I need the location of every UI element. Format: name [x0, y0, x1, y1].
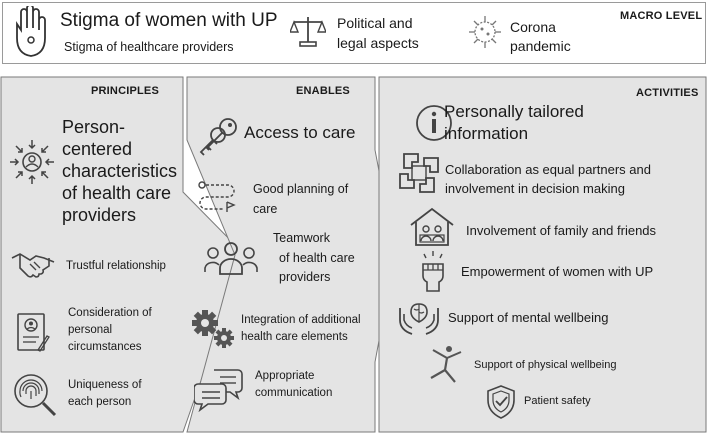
- person-centered-icon: [9, 138, 55, 186]
- virus-icon: [467, 14, 503, 50]
- integration-line-1: Integration of additional: [241, 314, 361, 326]
- patient-safety-text: Patient safety: [524, 395, 591, 407]
- team-icon: [203, 240, 259, 276]
- physical-wellbeing-text: Support of physical wellbeing: [474, 359, 617, 371]
- corona-line-1: Corona: [510, 19, 556, 35]
- family-text: Involvement of family and friends: [466, 223, 657, 238]
- info-icon: [414, 103, 454, 143]
- info-line-1: Personally tailored: [444, 102, 584, 121]
- stigma-women-text: Stigma of women with UP: [60, 10, 278, 31]
- consideration-line-2: personal: [68, 324, 113, 336]
- principles-main-5: providers: [62, 205, 137, 225]
- empowerment-text: Empowerment of women with UP: [461, 264, 654, 279]
- consideration-line-3: circumstances: [68, 341, 142, 353]
- mental-wellbeing-text: Support of mental wellbeing: [448, 310, 609, 325]
- collab-line-1: Collaboration as equal partners and: [445, 162, 651, 177]
- communication-line-1: Appropriate: [255, 370, 315, 382]
- planning-path-icon: [197, 180, 237, 214]
- scales-icon: [290, 14, 326, 48]
- info-line-2: information: [444, 124, 529, 143]
- planning-line-1: Good planning of: [253, 182, 349, 196]
- keys-icon: [194, 115, 242, 161]
- teamwork-line-2: of health care: [279, 251, 355, 265]
- uniqueness-line-1: Uniqueness of: [68, 379, 142, 391]
- enables-header: ENABLES: [296, 85, 350, 97]
- family-house-icon: [409, 207, 455, 247]
- fingerprint-search-icon: [12, 372, 58, 418]
- gears-icon: [190, 308, 238, 350]
- corona-line-2: pandemic: [510, 38, 571, 54]
- collaboration-hands-icon: [396, 150, 442, 196]
- macro-level-label: MACRO LEVEL: [620, 10, 703, 22]
- handshake-icon: [10, 250, 56, 280]
- planning-line-2: care: [253, 202, 278, 216]
- principles-main-4: of health care: [62, 183, 172, 203]
- macro-level-box: [2, 2, 706, 64]
- principles-main-2: centered: [62, 139, 133, 159]
- stigma-providers-text: Stigma of healthcare providers: [64, 40, 234, 54]
- access-to-care-text: Access to care: [244, 123, 356, 142]
- teamwork-line-1: Teamwork: [273, 231, 330, 245]
- political-line-2: legal aspects: [337, 35, 419, 51]
- consideration-line-1: Consideration of: [68, 307, 152, 319]
- collab-line-2: involvement in decision making: [445, 181, 625, 196]
- principles-header: PRINCIPLES: [91, 85, 160, 97]
- raised-fist-icon: [415, 250, 451, 292]
- personal-record-icon: [16, 310, 50, 354]
- trustful-relationship-text: Trustful relationship: [66, 260, 166, 272]
- communication-line-2: communication: [255, 387, 333, 399]
- mental-wellbeing-icon: [398, 300, 440, 336]
- chat-bubbles-icon: [194, 366, 244, 412]
- safety-shield-icon: [485, 384, 517, 420]
- uniqueness-line-2: each person: [68, 396, 132, 408]
- integration-line-2: health care elements: [241, 331, 348, 343]
- political-line-1: Political and: [337, 15, 413, 31]
- raised-hand-icon: [12, 6, 50, 58]
- activities-header: ACTIVITIES: [636, 87, 699, 99]
- yoga-pose-icon: [425, 344, 465, 384]
- teamwork-line-3: providers: [279, 270, 331, 284]
- principles-main-1: Person-: [62, 117, 126, 137]
- principles-main-3: characteristics: [62, 161, 178, 181]
